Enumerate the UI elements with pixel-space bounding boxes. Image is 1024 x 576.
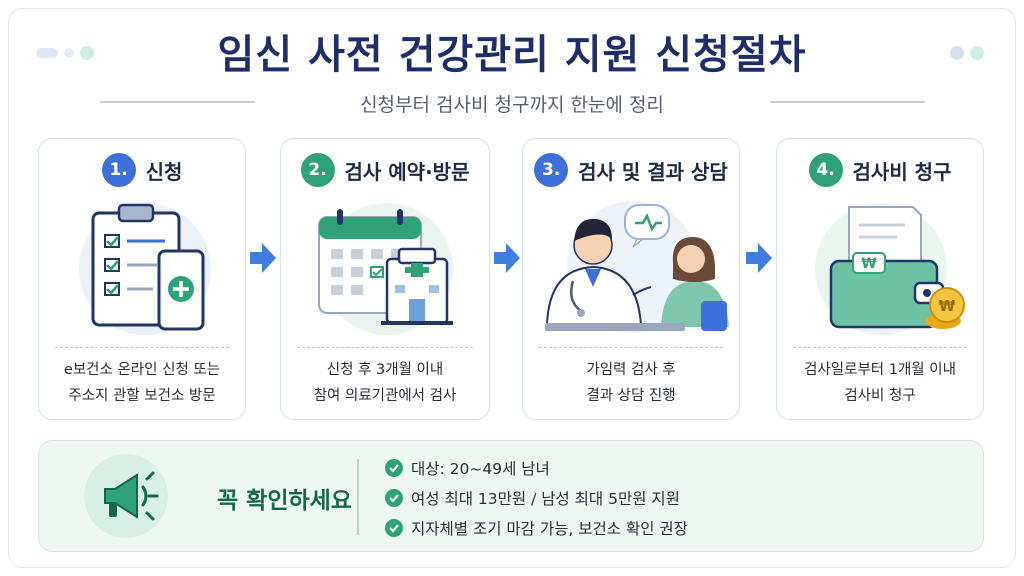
step-number-badge: 3. — [534, 153, 569, 187]
notice-list: 대상: 20~49세 남녀 여성 최대 13만원 / 남성 최대 5만원 지원 … — [385, 453, 688, 543]
subtitle-line-left — [100, 101, 255, 103]
step-description-line: 검사일로부터 1개월 이내 — [804, 362, 956, 378]
wallet-receipt-icon: ₩ ₩ — [815, 203, 965, 335]
step-description-line: 신청 후 3개월 이내 — [326, 362, 444, 378]
step-number-badge: 2. — [300, 153, 335, 187]
check-circle-icon — [385, 489, 403, 507]
step-title: 신청 — [145, 159, 183, 184]
notice-item-text: 여성 최대 13만원 / 남성 최대 5만원 지원 — [411, 490, 680, 508]
doctor-consultation-icon — [545, 201, 729, 333]
step-number-badge: 1. — [101, 153, 136, 187]
arrow-right-icon — [746, 243, 772, 273]
notice-item-text: 대상: 20~49세 남녀 — [411, 460, 550, 478]
step-description: 검사일로부터 1개월 이내 검사비 청구 — [777, 357, 983, 409]
notice-box: 꼭 확인하세요 대상: 20~49세 남녀 여성 최대 13만원 / 남성 최대… — [38, 440, 984, 552]
page-subtitle: 신청부터 검사비 청구까지 한눈에 정리 — [360, 94, 664, 116]
step-description-line: 참여 의료기관에서 검사 — [313, 388, 457, 404]
step-title: 검사 예약·방문 — [344, 159, 470, 184]
calendar-hospital-icon — [318, 203, 453, 335]
decorative-dots-right — [950, 46, 984, 60]
step-description: e보건소 온라인 신청 또는 주소지 관할 보건소 방문 — [39, 357, 245, 409]
step-card-1: 1. 신청 e보건소 온라인 신청 또는 주소지 관할 보건소 방문 — [38, 138, 246, 420]
step-description-line: 검사비 청구 — [844, 388, 916, 404]
notice-title: 꼭 확인하세요 — [217, 488, 352, 514]
notice-item: 대상: 20~49세 남녀 — [385, 453, 688, 483]
arrow-right-icon — [494, 243, 520, 273]
subtitle-line-right — [770, 101, 925, 103]
step-title: 검사 및 결과 상담 — [578, 159, 728, 184]
step-description-line: 주소지 관할 보건소 방문 — [68, 388, 216, 404]
svg-text:₩: ₩ — [939, 297, 956, 315]
check-circle-icon — [385, 459, 403, 477]
step-description-line: 결과 상담 진행 — [586, 388, 676, 404]
step-description-line: e보건소 온라인 신청 또는 — [63, 362, 221, 378]
notice-separator — [357, 459, 359, 535]
card-divider — [297, 347, 473, 348]
step-description: 가임력 검사 후 결과 상담 진행 — [523, 357, 739, 409]
step-card-4: 4. 검사비 청구 ₩ ₩ 검사일로부터 1개월 이내 검사비 청구 — [776, 138, 984, 420]
svg-text:₩: ₩ — [861, 256, 877, 272]
page-title: 임신 사전 건강관리 지원 신청절차 — [217, 32, 807, 78]
step-description-line: 가임력 검사 후 — [586, 362, 676, 378]
step-card-3: 3. 검사 및 결과 상담 가임력 검사 후 결과 상담 진행 — [522, 138, 740, 420]
notice-item: 여성 최대 13만원 / 남성 최대 5만원 지원 — [385, 483, 688, 513]
decorative-dots-left — [36, 46, 94, 60]
step-number-badge: 4. — [808, 153, 843, 187]
step-card-2: 2. 검사 예약·방문 신청 후 3개월 이내 참여 의료기관에서 검사 — [280, 138, 490, 420]
card-divider — [55, 347, 229, 348]
clipboard-phone-icon — [79, 203, 211, 335]
subtitle-row: 신청부터 검사비 청구까지 한눈에 정리 — [0, 88, 1024, 116]
card-divider — [793, 347, 967, 348]
arrow-right-icon — [250, 243, 276, 273]
card-divider — [539, 347, 723, 348]
megaphone-icon — [84, 454, 168, 538]
notice-item: 지자체별 조기 마감 가능, 보건소 확인 권장 — [385, 513, 688, 543]
step-description: 신청 후 3개월 이내 참여 의료기관에서 검사 — [281, 357, 489, 409]
step-title: 검사비 청구 — [852, 159, 952, 184]
check-circle-icon — [385, 519, 403, 537]
notice-item-text: 지자체별 조기 마감 가능, 보건소 확인 권장 — [411, 520, 688, 538]
